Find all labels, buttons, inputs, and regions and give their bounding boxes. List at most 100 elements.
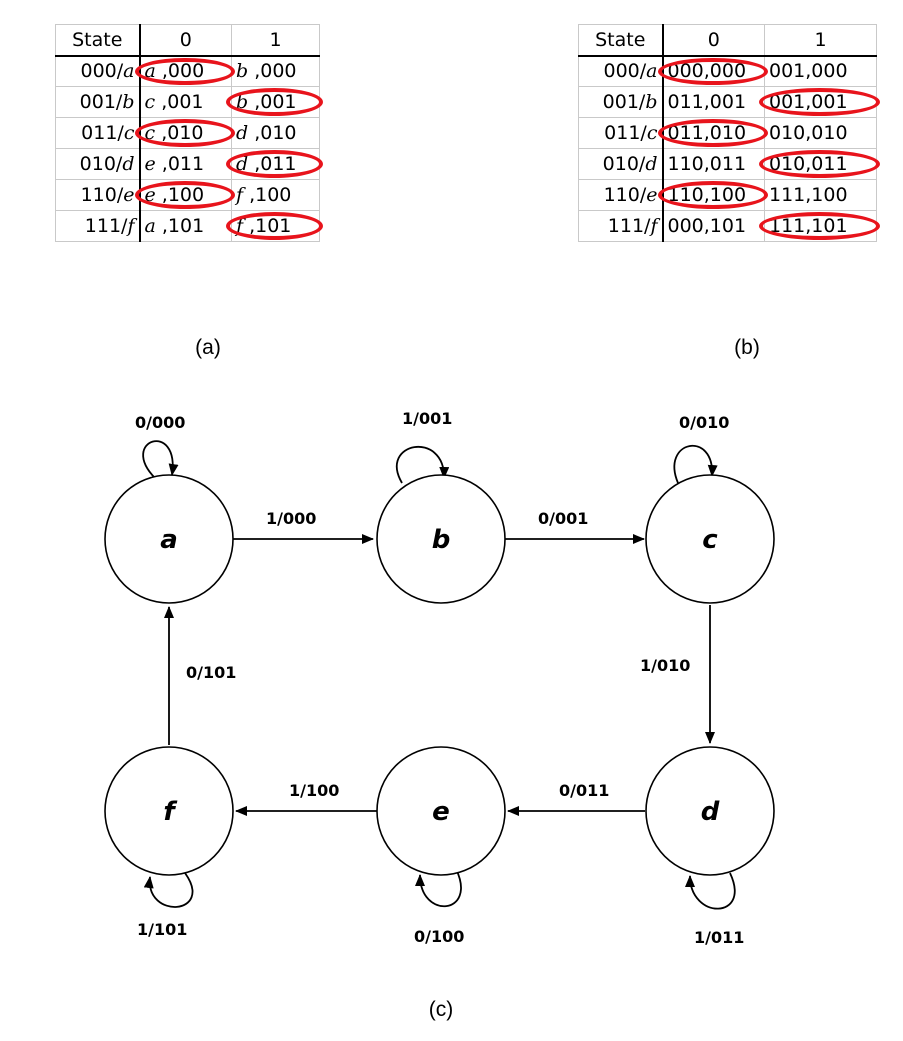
state-letter: c xyxy=(123,122,135,144)
header-input-0: 0 xyxy=(139,24,232,57)
state-code: 011/ xyxy=(81,122,124,144)
output-code: ,101 xyxy=(155,215,205,237)
state-node-a: a xyxy=(104,474,234,604)
state-letter: d xyxy=(645,153,658,175)
next-state-letter: b xyxy=(236,60,249,83)
next-state-cell-c0: c ,001 xyxy=(139,86,232,118)
label-a-self: 0/000 xyxy=(135,413,185,432)
label-c-to-d: 1/010 xyxy=(640,656,690,675)
state-letter: c xyxy=(646,122,658,144)
label-f-to-a: 0/101 xyxy=(186,663,236,682)
output-code: ,001 xyxy=(155,91,204,113)
state-node-c: c xyxy=(645,474,775,604)
next-state-cell-c1: b ,001 xyxy=(226,86,324,118)
caption-a: (a) xyxy=(195,336,221,359)
edge-f-self xyxy=(143,872,194,908)
state-cell: 111/f xyxy=(578,210,664,242)
state-letter: b xyxy=(645,91,658,113)
header-input-1: 1 xyxy=(231,24,320,57)
encoded-cell-c1: 111,100 xyxy=(764,179,877,211)
label-d-self: 1/011 xyxy=(694,928,744,947)
state-label-e: e xyxy=(432,797,450,827)
encoded-cell-c0: 000,000 xyxy=(657,55,768,87)
next-state-letter: f xyxy=(236,184,244,206)
next-state-letter: d xyxy=(236,122,249,144)
state-label-a: a xyxy=(160,525,178,555)
state-node-b: b xyxy=(376,474,506,604)
next-state-cell-c1: b ,000 xyxy=(231,55,320,87)
state-code: 011/ xyxy=(604,122,647,144)
state-node-d: d xyxy=(645,746,775,876)
state-diagram: a b c d e f 0/000 1/001 0/010 1/000 0/00… xyxy=(104,409,775,947)
encoded-cell-c0: 011,001 xyxy=(662,86,765,118)
state-cell: 011/c xyxy=(578,117,664,149)
output-code: ,000 xyxy=(155,60,205,83)
header-input-0: 0 xyxy=(662,24,765,57)
next-state-cell-c1: f ,100 xyxy=(231,179,320,211)
encoded-cell-c1: 001,000 xyxy=(764,55,877,87)
state-cell: 001/b xyxy=(55,86,141,118)
state-letter: b xyxy=(122,91,135,113)
state-letter: f xyxy=(650,215,658,237)
encoded-cell-c0: 110,011 xyxy=(662,148,765,180)
state-cell: 010/d xyxy=(578,148,664,180)
next-state-cell-c1: f ,101 xyxy=(226,210,324,242)
next-state-letter: d xyxy=(236,153,249,175)
encoded-cell-c0: 110,100 xyxy=(657,179,768,211)
next-state-letter: c xyxy=(144,91,156,113)
state-label-d: d xyxy=(701,797,720,827)
state-label-f: f xyxy=(163,797,178,827)
state-label-c: c xyxy=(702,525,718,555)
state-code: 110/ xyxy=(80,184,124,206)
output-code: ,100 xyxy=(243,184,292,206)
state-cell: 110/e xyxy=(578,179,664,211)
next-state-cell-c0: c ,010 xyxy=(134,117,235,149)
output-code: ,000 xyxy=(248,60,297,83)
edge-a-self xyxy=(142,440,179,479)
state-code: 111/ xyxy=(84,215,128,237)
label-d-to-e: 0/011 xyxy=(559,781,609,800)
edge-d-self xyxy=(685,872,736,910)
encoded-cell-c1: 010,010 xyxy=(764,117,877,149)
encoded-cell-c0: 000,101 xyxy=(662,210,765,242)
header-state: State xyxy=(578,24,664,57)
next-state-cell-c0: a ,101 xyxy=(139,210,232,242)
output-code: ,010 xyxy=(155,122,204,144)
output-code: ,010 xyxy=(248,122,297,144)
label-a-to-b: 1/000 xyxy=(266,509,316,528)
state-node-e: e xyxy=(376,746,506,876)
encoded-cell-c0: 011,010 xyxy=(657,117,768,149)
state-code: 111/ xyxy=(607,215,651,237)
state-code: 110/ xyxy=(603,184,647,206)
next-state-letter: b xyxy=(236,91,249,113)
next-state-letter: a xyxy=(144,60,156,83)
state-letter: a xyxy=(123,60,135,83)
next-state-letter: e xyxy=(144,153,156,175)
state-code: 001/ xyxy=(79,91,123,113)
table-header-row: State 0 1 xyxy=(578,24,877,57)
encoded-cell-c1: 010,011 xyxy=(759,148,881,180)
state-label-b: b xyxy=(432,525,451,555)
state-cell: 011/c xyxy=(55,117,141,149)
next-state-cell-c0: e ,100 xyxy=(134,179,235,211)
state-cell: 111/f xyxy=(55,210,141,242)
label-e-self: 0/100 xyxy=(414,927,464,946)
output-code: ,100 xyxy=(155,184,205,206)
state-cell: 110/e xyxy=(55,179,141,211)
next-state-cell-c1: d ,010 xyxy=(231,117,320,149)
caption-b: (b) xyxy=(734,336,760,359)
edge-e-self xyxy=(415,868,462,908)
state-letter: e xyxy=(646,184,658,206)
state-code: 010/ xyxy=(602,153,646,175)
label-b-self: 1/001 xyxy=(402,409,452,428)
output-code: ,101 xyxy=(243,215,292,237)
state-letter: e xyxy=(123,184,135,206)
state-letter: d xyxy=(122,153,135,175)
